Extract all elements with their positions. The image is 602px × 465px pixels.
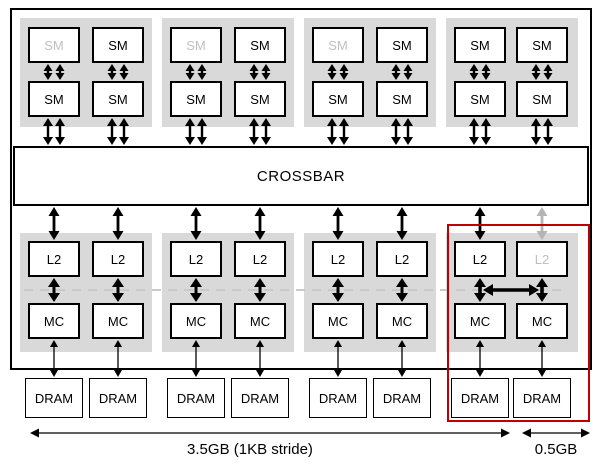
sm-box: SM — [28, 27, 80, 63]
sm-box: SM — [170, 81, 222, 117]
dram-box: DRAM — [451, 378, 509, 418]
sm-box: SM — [234, 81, 286, 117]
memory-range-label-0-5gb: 0.5GB — [534, 441, 578, 458]
mc-box: MC — [28, 303, 80, 339]
dram-box: DRAM — [513, 378, 571, 418]
dram-box: DRAM — [231, 378, 289, 418]
sm-box: SM — [234, 27, 286, 63]
l2-box: L2 — [454, 241, 506, 277]
memory-range-label-3-5gb: 3.5GB (1KB stride) — [187, 441, 313, 458]
sm-box: SM — [170, 27, 222, 63]
crossbar: CROSSBAR — [13, 146, 589, 206]
mc-box: MC — [454, 303, 506, 339]
mc-box: MC — [312, 303, 364, 339]
disabled-partition-highlight — [447, 224, 590, 422]
l2-box: L2 — [376, 241, 428, 277]
dram-box: DRAM — [373, 378, 431, 418]
sm-box: SM — [312, 27, 364, 63]
sm-box: SM — [376, 27, 428, 63]
mc-box: MC — [234, 303, 286, 339]
mc-box: MC — [376, 303, 428, 339]
l2-box: L2 — [234, 241, 286, 277]
dram-box: DRAM — [89, 378, 147, 418]
dram-box: DRAM — [167, 378, 225, 418]
sm-box: SM — [376, 81, 428, 117]
sm-box: SM — [516, 27, 568, 63]
l2-box: L2 — [28, 241, 80, 277]
crossbar-label: CROSSBAR — [256, 167, 346, 185]
sm-box: SM — [92, 27, 144, 63]
l2-box: L2 — [92, 241, 144, 277]
sm-box: SM — [28, 81, 80, 117]
sm-box: SM — [454, 27, 506, 63]
dram-box: DRAM — [25, 378, 83, 418]
l2-box: L2 — [170, 241, 222, 277]
mc-box: MC — [170, 303, 222, 339]
l2-box: L2 — [516, 241, 568, 277]
sm-box: SM — [312, 81, 364, 117]
dram-box: DRAM — [309, 378, 367, 418]
chip-outline — [10, 8, 592, 370]
l2-box: L2 — [312, 241, 364, 277]
sm-box: SM — [516, 81, 568, 117]
sm-box: SM — [92, 81, 144, 117]
mc-box: MC — [516, 303, 568, 339]
sm-box: SM — [454, 81, 506, 117]
mc-box: MC — [92, 303, 144, 339]
